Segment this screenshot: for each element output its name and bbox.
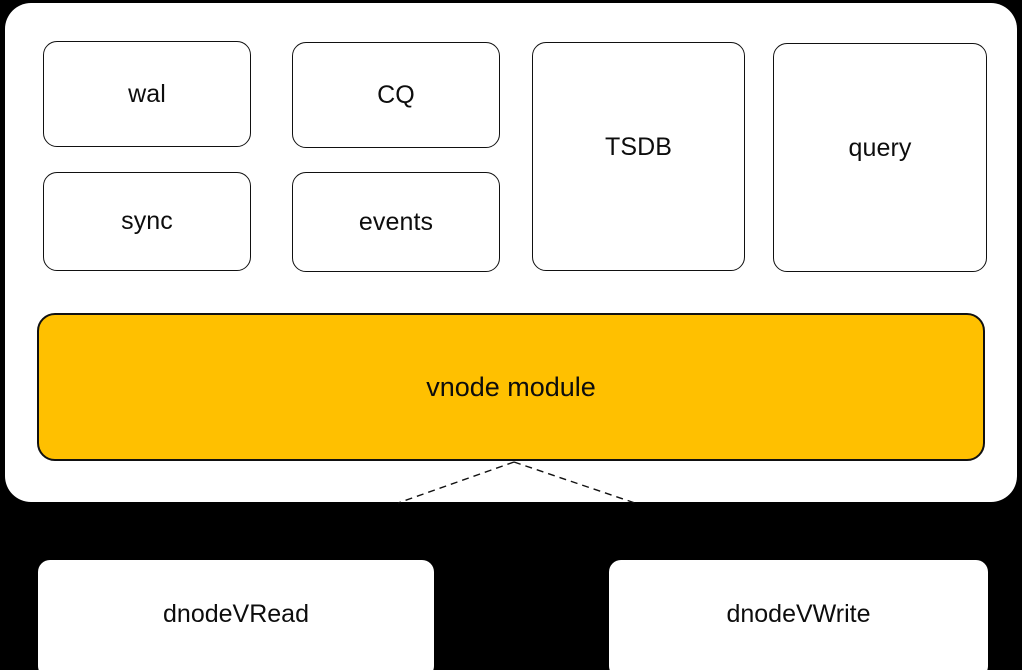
module-label-tsdb: TSDB: [604, 133, 673, 161]
module-box-sync[interactable]: sync: [43, 172, 251, 271]
module-label-cq: CQ: [377, 80, 415, 109]
dnode-box-vread[interactable]: dnodeVRead: [38, 560, 434, 670]
vnode-module-bar[interactable]: vnode module: [37, 313, 985, 461]
module-box-events[interactable]: events: [292, 172, 500, 272]
module-box-tsdb[interactable]: TSDB: [532, 42, 745, 271]
module-label-events: events: [358, 207, 434, 236]
dnode-box-vwrite[interactable]: dnodeVWrite: [609, 560, 988, 670]
module-label-sync: sync: [121, 207, 173, 235]
module-box-query[interactable]: query: [773, 43, 987, 272]
module-label-query: query: [848, 134, 912, 162]
module-box-wal[interactable]: wal: [43, 41, 251, 147]
vnode-module-label: vnode module: [426, 371, 596, 402]
module-box-cq[interactable]: CQ: [292, 42, 500, 148]
module-label-wal: wal: [128, 79, 166, 108]
dnode-label-vread: dnodeVRead: [163, 599, 309, 628]
dnode-label-vwrite: dnodeVWrite: [726, 599, 871, 628]
